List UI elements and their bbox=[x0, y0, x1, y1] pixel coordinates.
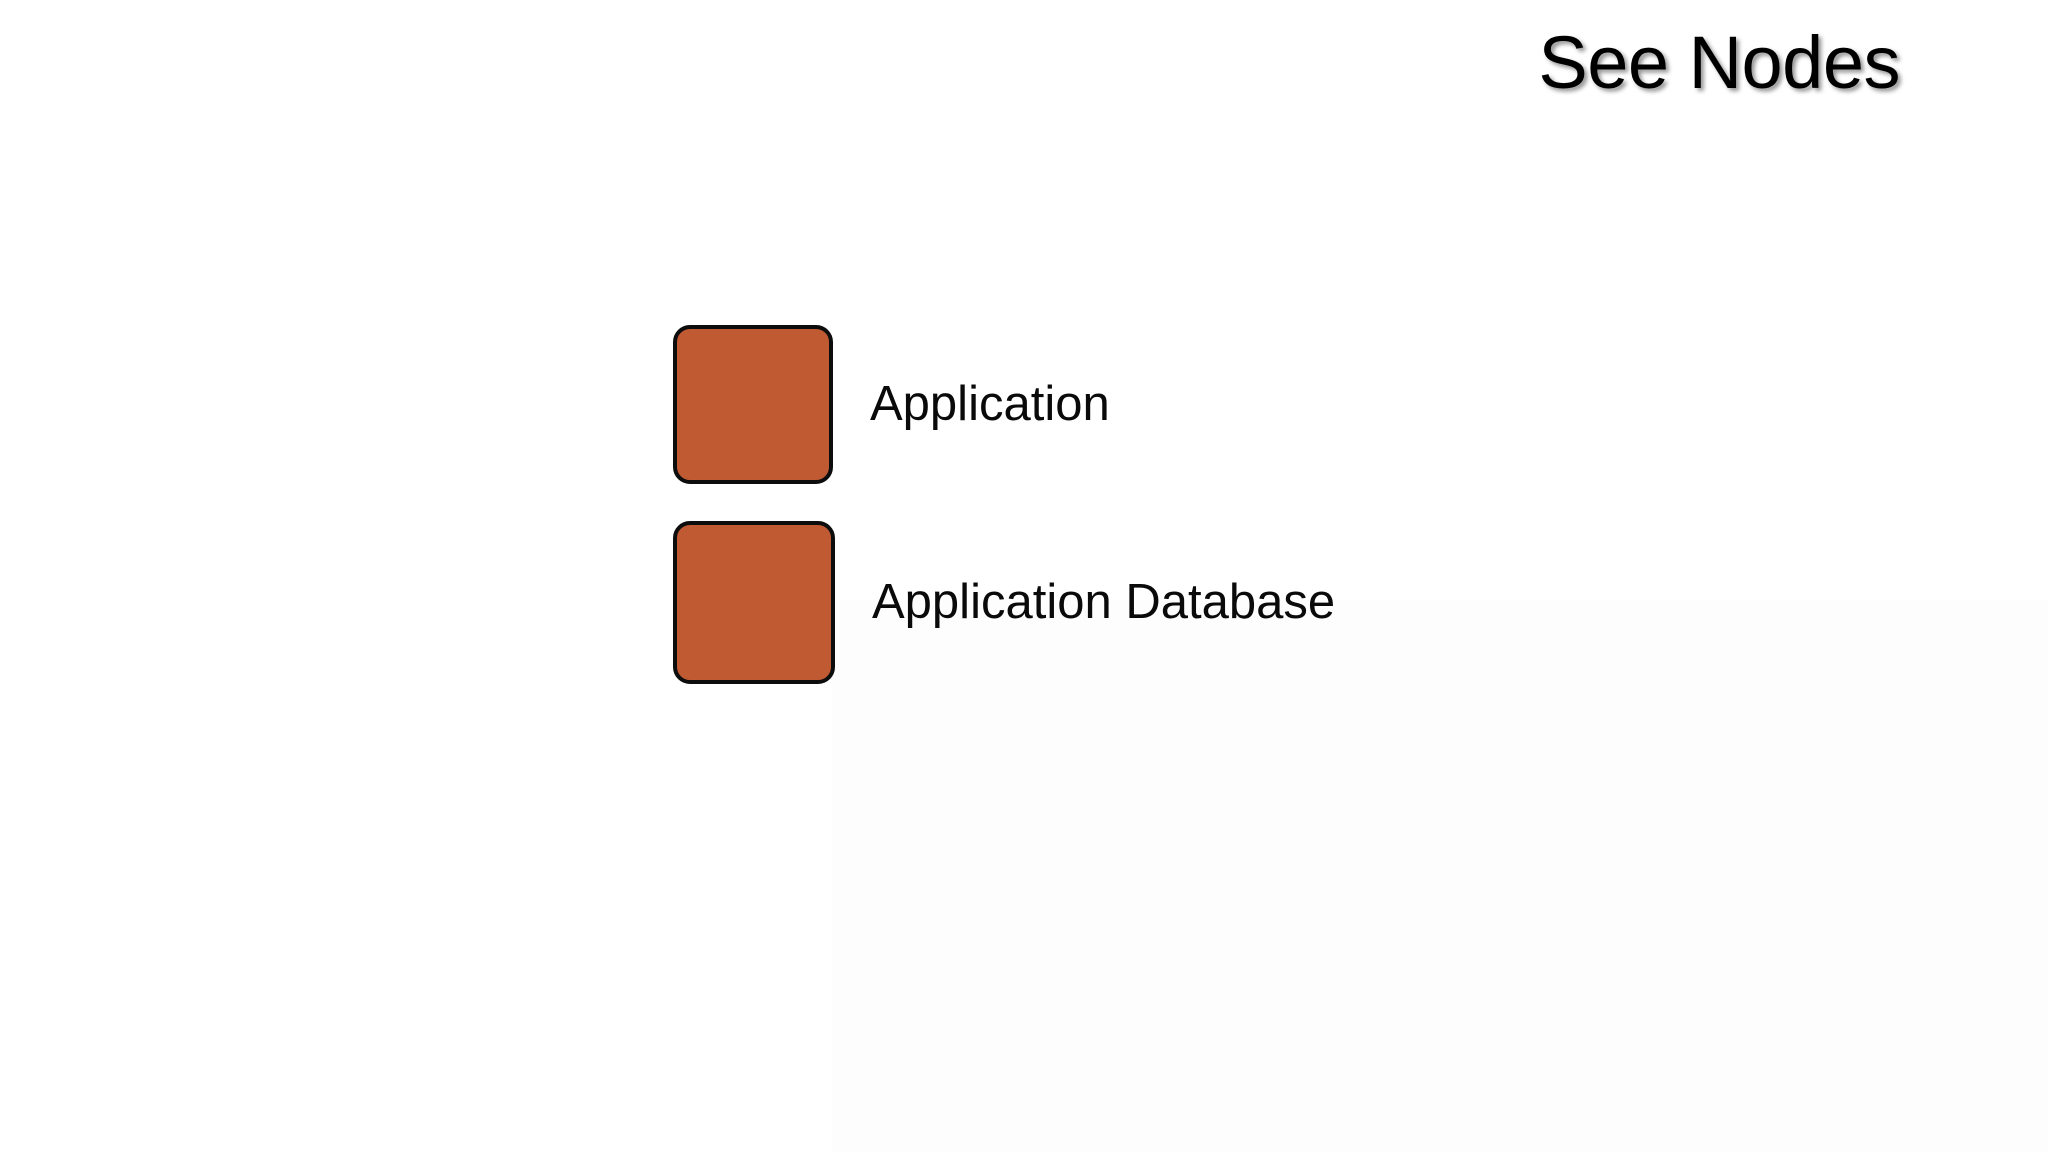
legend-item-application[interactable]: Application bbox=[673, 325, 1110, 484]
node-color-swatch bbox=[673, 325, 833, 484]
legend-item-application-database[interactable]: Application Database bbox=[673, 521, 1335, 684]
node-color-swatch bbox=[673, 521, 835, 684]
node-label: Application bbox=[870, 377, 1110, 431]
page-title: See Nodes bbox=[1538, 21, 1900, 104]
node-label: Application Database bbox=[872, 575, 1336, 629]
